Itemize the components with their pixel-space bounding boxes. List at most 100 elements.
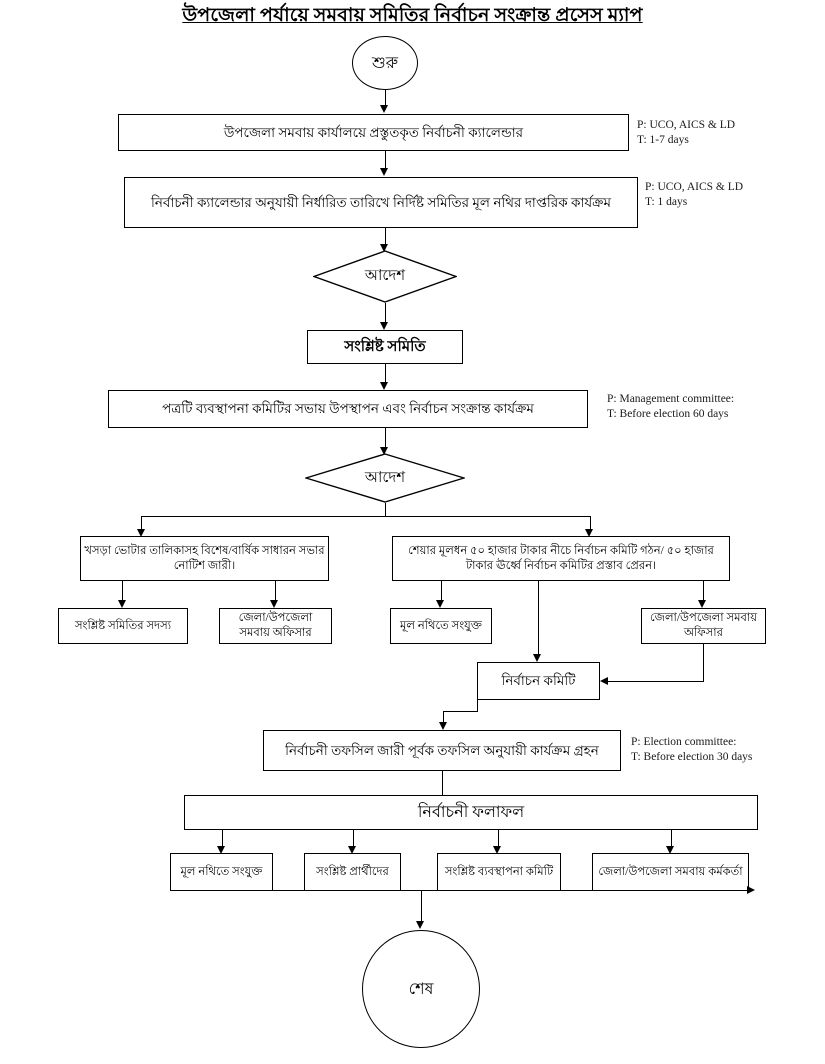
annotation-step4-performer: P: Management committee:: [607, 393, 735, 405]
connector-leaf4-down: [702, 644, 704, 682]
connector-result-3: [497, 830, 499, 847]
arrowhead-leaf2: [270, 600, 278, 608]
start-terminator: শুরু: [352, 36, 418, 90]
connector-step5-result: [441, 771, 443, 795]
result-collector-bus: [170, 890, 748, 892]
node-election-committee: নির্বাচন কমিটি: [477, 662, 600, 700]
arrowhead-committee-right-in: [600, 677, 608, 685]
arrowhead-leaf4: [698, 600, 706, 608]
node-step5-label: নির্বাচনী তফসিল জারী পূর্বক তফসিল অনুযায…: [285, 742, 599, 758]
connector-decision2-split: [384, 503, 386, 517]
connector-committee-to-step5: [443, 711, 445, 723]
arrowhead-branch-right: [585, 529, 593, 537]
node-election-result: নির্বাচনী ফলাফল: [184, 795, 758, 830]
page-title: উপজেলা পর্যায়ে সমবায় সমিতির নির্বাচন স…: [182, 5, 643, 26]
annotation-step5-time: T: Before election 30 days: [631, 751, 753, 763]
node-result-coop-officer: জেলা/উপজেলা সমবায় কর্মকর্তা: [592, 853, 749, 891]
node-step1: উপজেলা সমবায় কার্যালয়ে প্রস্তুতকৃত নির…: [118, 114, 629, 151]
arrowhead-result-2: [348, 846, 356, 854]
split-bus-decision2: [141, 516, 591, 518]
arrowhead-branch-left: [136, 529, 145, 537]
connector-step2-decision1: [384, 228, 386, 245]
decision-adesh-2: আদেশ: [305, 453, 465, 503]
decision-adesh-2-label: আদেশ: [364, 469, 406, 486]
end-label: শেষ: [408, 980, 434, 998]
arrowhead-result-4: [666, 846, 674, 854]
node-step5: নির্বাচনী তফসিল জারী পূর্বক তফসিল অনুযায…: [263, 730, 621, 771]
arrowhead-step5: [438, 722, 447, 730]
node-related-society-label: সংশ্লিষ্ট সমিতি: [344, 339, 426, 355]
arrowhead-step1: [380, 105, 388, 113]
node-election-committee-label: নির্বাচন কমিটি: [501, 673, 576, 688]
arrowhead-bus-right: [747, 886, 755, 894]
node-leaf-society-members: সংশ্লিষ্ট সমিতির সদস্য: [58, 608, 188, 644]
node-result-management-committee-label: সংশ্লিষ্ট ব্যবস্থাপনা কমিটি: [444, 865, 554, 878]
node-step4-label: পত্রটি ব্যবস্থাপনা কমিটির সভায় উপস্থাপন…: [162, 401, 534, 416]
connector-committee-left: [443, 711, 478, 713]
connector-result-1: [221, 830, 223, 847]
arrowhead-leaf3: [436, 600, 444, 608]
arrowhead-decision1: [380, 244, 388, 252]
arrowhead-end: [416, 921, 424, 929]
connector-split-left: [141, 516, 143, 531]
node-result-candidates: সংশ্লিষ্ট প্রার্থীদের: [304, 853, 401, 891]
node-result-attached-to-file: মূল নথিতে সংযুক্ত: [170, 853, 273, 891]
connector-bus-to-end: [420, 890, 422, 922]
arrowhead-step2: [380, 168, 388, 176]
connector-committee-down: [477, 700, 479, 712]
annotation-step1-performer: P: UCO, AICS & LD: [637, 119, 736, 131]
node-leaf-attached-to-file-label: মূল নথিতে সংযুক্ত: [400, 619, 482, 632]
arrowhead-leaf1: [117, 600, 126, 608]
node-leaf-coop-officer-right: জেলা/উপজেলা সমবায় অফিসার: [641, 608, 766, 644]
annotation-step5-performer: P: Election committee:: [631, 736, 737, 748]
node-result-management-committee: সংশ্লিষ্ট ব্যবস্থাপনা কমিটি: [437, 853, 561, 891]
annotation-step2: P: UCO, AICS & LD T: 1 days: [645, 180, 743, 210]
connector-result-2: [352, 830, 354, 847]
annotation-step2-performer: P: UCO, AICS & LD: [645, 181, 744, 193]
connector-right-leaf3: [440, 581, 442, 601]
node-result-coop-officer-label: জেলা/উপজেলা সমবায় কর্মকর্তা: [598, 865, 743, 878]
start-label: শুরু: [371, 54, 399, 72]
arrowhead-election-committee-top: [533, 654, 541, 662]
connector-start-step1: [384, 90, 386, 106]
connector-step3-step4: [384, 364, 386, 383]
annotation-step1: P: UCO, AICS & LD T: 1-7 days: [637, 118, 735, 148]
connector-right-to-committee: [537, 581, 539, 655]
annotation-step4: P: Management committee: T: Before elect…: [607, 392, 734, 422]
node-step2: নির্বাচনী ক্যালেন্ডার অনুযায়ী নির্ধারিত…: [124, 177, 638, 228]
decision-adesh-1-label: আদেশ: [364, 268, 406, 284]
node-step1-label: উপজেলা সমবায় কার্যালয়ে প্রস্তুতকৃত নির…: [223, 124, 524, 140]
connector-split-right: [589, 516, 591, 531]
node-result-candidates-label: সংশ্লিষ্ট প্রার্থীদের: [316, 865, 389, 878]
connector-left-leaf2: [274, 581, 276, 601]
arrowhead-result-1: [217, 846, 225, 854]
connector-right-leaf4: [702, 581, 704, 601]
connector-decision1-step3: [384, 303, 386, 323]
node-branch-left: খসড়া ভোটার তালিকাসহ বিশেষ/বার্ষিক সাধার…: [80, 536, 329, 581]
annotation-step2-time: T: 1 days: [645, 196, 688, 208]
arrowhead-step4: [380, 382, 388, 390]
arrowhead-result-3: [493, 846, 501, 854]
node-leaf-society-members-label: সংশ্লিষ্ট সমিতির সদস্য: [74, 619, 172, 632]
node-step2-label: নির্বাচনী ক্যালেন্ডার অনুযায়ী নির্ধারিত…: [151, 194, 611, 210]
connector-left-leaf1: [122, 581, 124, 601]
arrowhead-decision2: [380, 447, 388, 455]
annotation-step1-time: T: 1-7 days: [637, 134, 689, 146]
annotation-step4-time: T: Before election 60 days: [607, 408, 729, 420]
connector-step4-decision2: [384, 428, 386, 448]
node-leaf-coop-officer-left-label: জেলা/উপজেলা সমবায় অফিসার: [238, 612, 313, 639]
node-leaf-coop-officer-right-label: জেলা/উপজেলা সমবায় অফিসার: [650, 612, 757, 639]
connector-result-4: [670, 830, 672, 847]
end-terminator: শেষ: [362, 930, 480, 1048]
node-leaf-coop-officer-left: জেলা/উপজেলা সমবায় অফিসার: [219, 608, 332, 644]
node-leaf-attached-to-file: মূল নথিতে সংযুক্ত: [390, 608, 492, 644]
decision-adesh-1: আদেশ: [313, 250, 457, 303]
connector-leaf4-to-committee: [608, 681, 703, 683]
annotation-step5: P: Election committee: T: Before electio…: [631, 735, 752, 765]
connector-step1-step2: [384, 151, 386, 169]
node-step4: পত্রটি ব্যবস্থাপনা কমিটির সভায় উপস্থাপন…: [108, 390, 588, 428]
node-branch-left-label: খসড়া ভোটার তালিকাসহ বিশেষ/বার্ষিক সাধার…: [84, 544, 325, 572]
node-related-society: সংশ্লিষ্ট সমিতি: [307, 330, 463, 364]
node-result-attached-to-file-label: মূল নথিতে সংযুক্ত: [180, 865, 263, 878]
